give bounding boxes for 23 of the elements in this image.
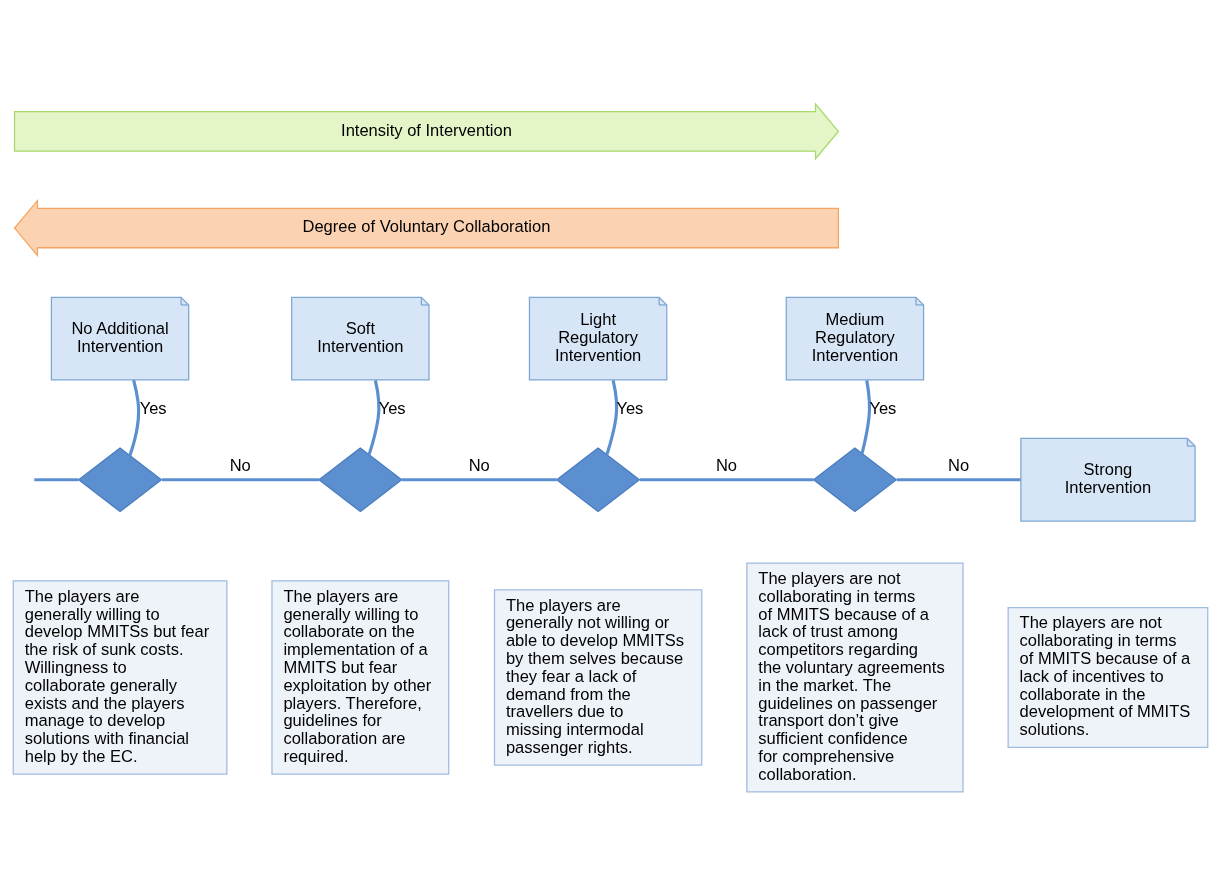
- node-box: The players are generally willing to collaborate on the implementation of a MMITS but fear exploitation by other players. Therefore, guidelines for collaboration are required.: [271, 580, 450, 775]
- node-diamond: [555, 447, 641, 513]
- connector: [401, 478, 557, 482]
- connector: [605, 379, 619, 455]
- edge-label: No: [715, 456, 738, 476]
- node-box: The players are generally not willing or able to develop MMITSs by them selves because they fear a lack of demand from the travellers due to missing intermodal passenger rights.: [493, 589, 703, 766]
- node-box: The players are not collaborating in terms of MMITS because of a lack of trust among competitors regarding the voluntary agreements in the market. The guidelines on passenger transport don’t give sufficient confidence for comprehensive collaboration.: [746, 562, 964, 793]
- edge-label: No: [947, 456, 970, 476]
- edge-label: No: [468, 456, 490, 476]
- connector: [367, 379, 381, 455]
- connector: [860, 380, 872, 454]
- connector: [896, 478, 1021, 482]
- node-box: The players are not collaborating in terms of MMITS because of a lack of incentives to collaborate in the development of MMITS solutions.: [1007, 606, 1209, 749]
- connector: [34, 478, 79, 482]
- connector: [161, 478, 319, 482]
- edge-label: Yes: [139, 398, 167, 418]
- node-diamond: [77, 447, 163, 513]
- node-diamond: [318, 447, 403, 513]
- connector: [639, 478, 814, 482]
- node-box: The players are generally willing to develop MMITSs but fear the risk of sunk costs. Willingness to collaborate generally exists and the players manage to develop solutions with financial help by the EC.: [12, 580, 228, 775]
- connector: [128, 379, 141, 456]
- node-diamond: [812, 447, 898, 513]
- edge-label: No: [229, 456, 251, 476]
